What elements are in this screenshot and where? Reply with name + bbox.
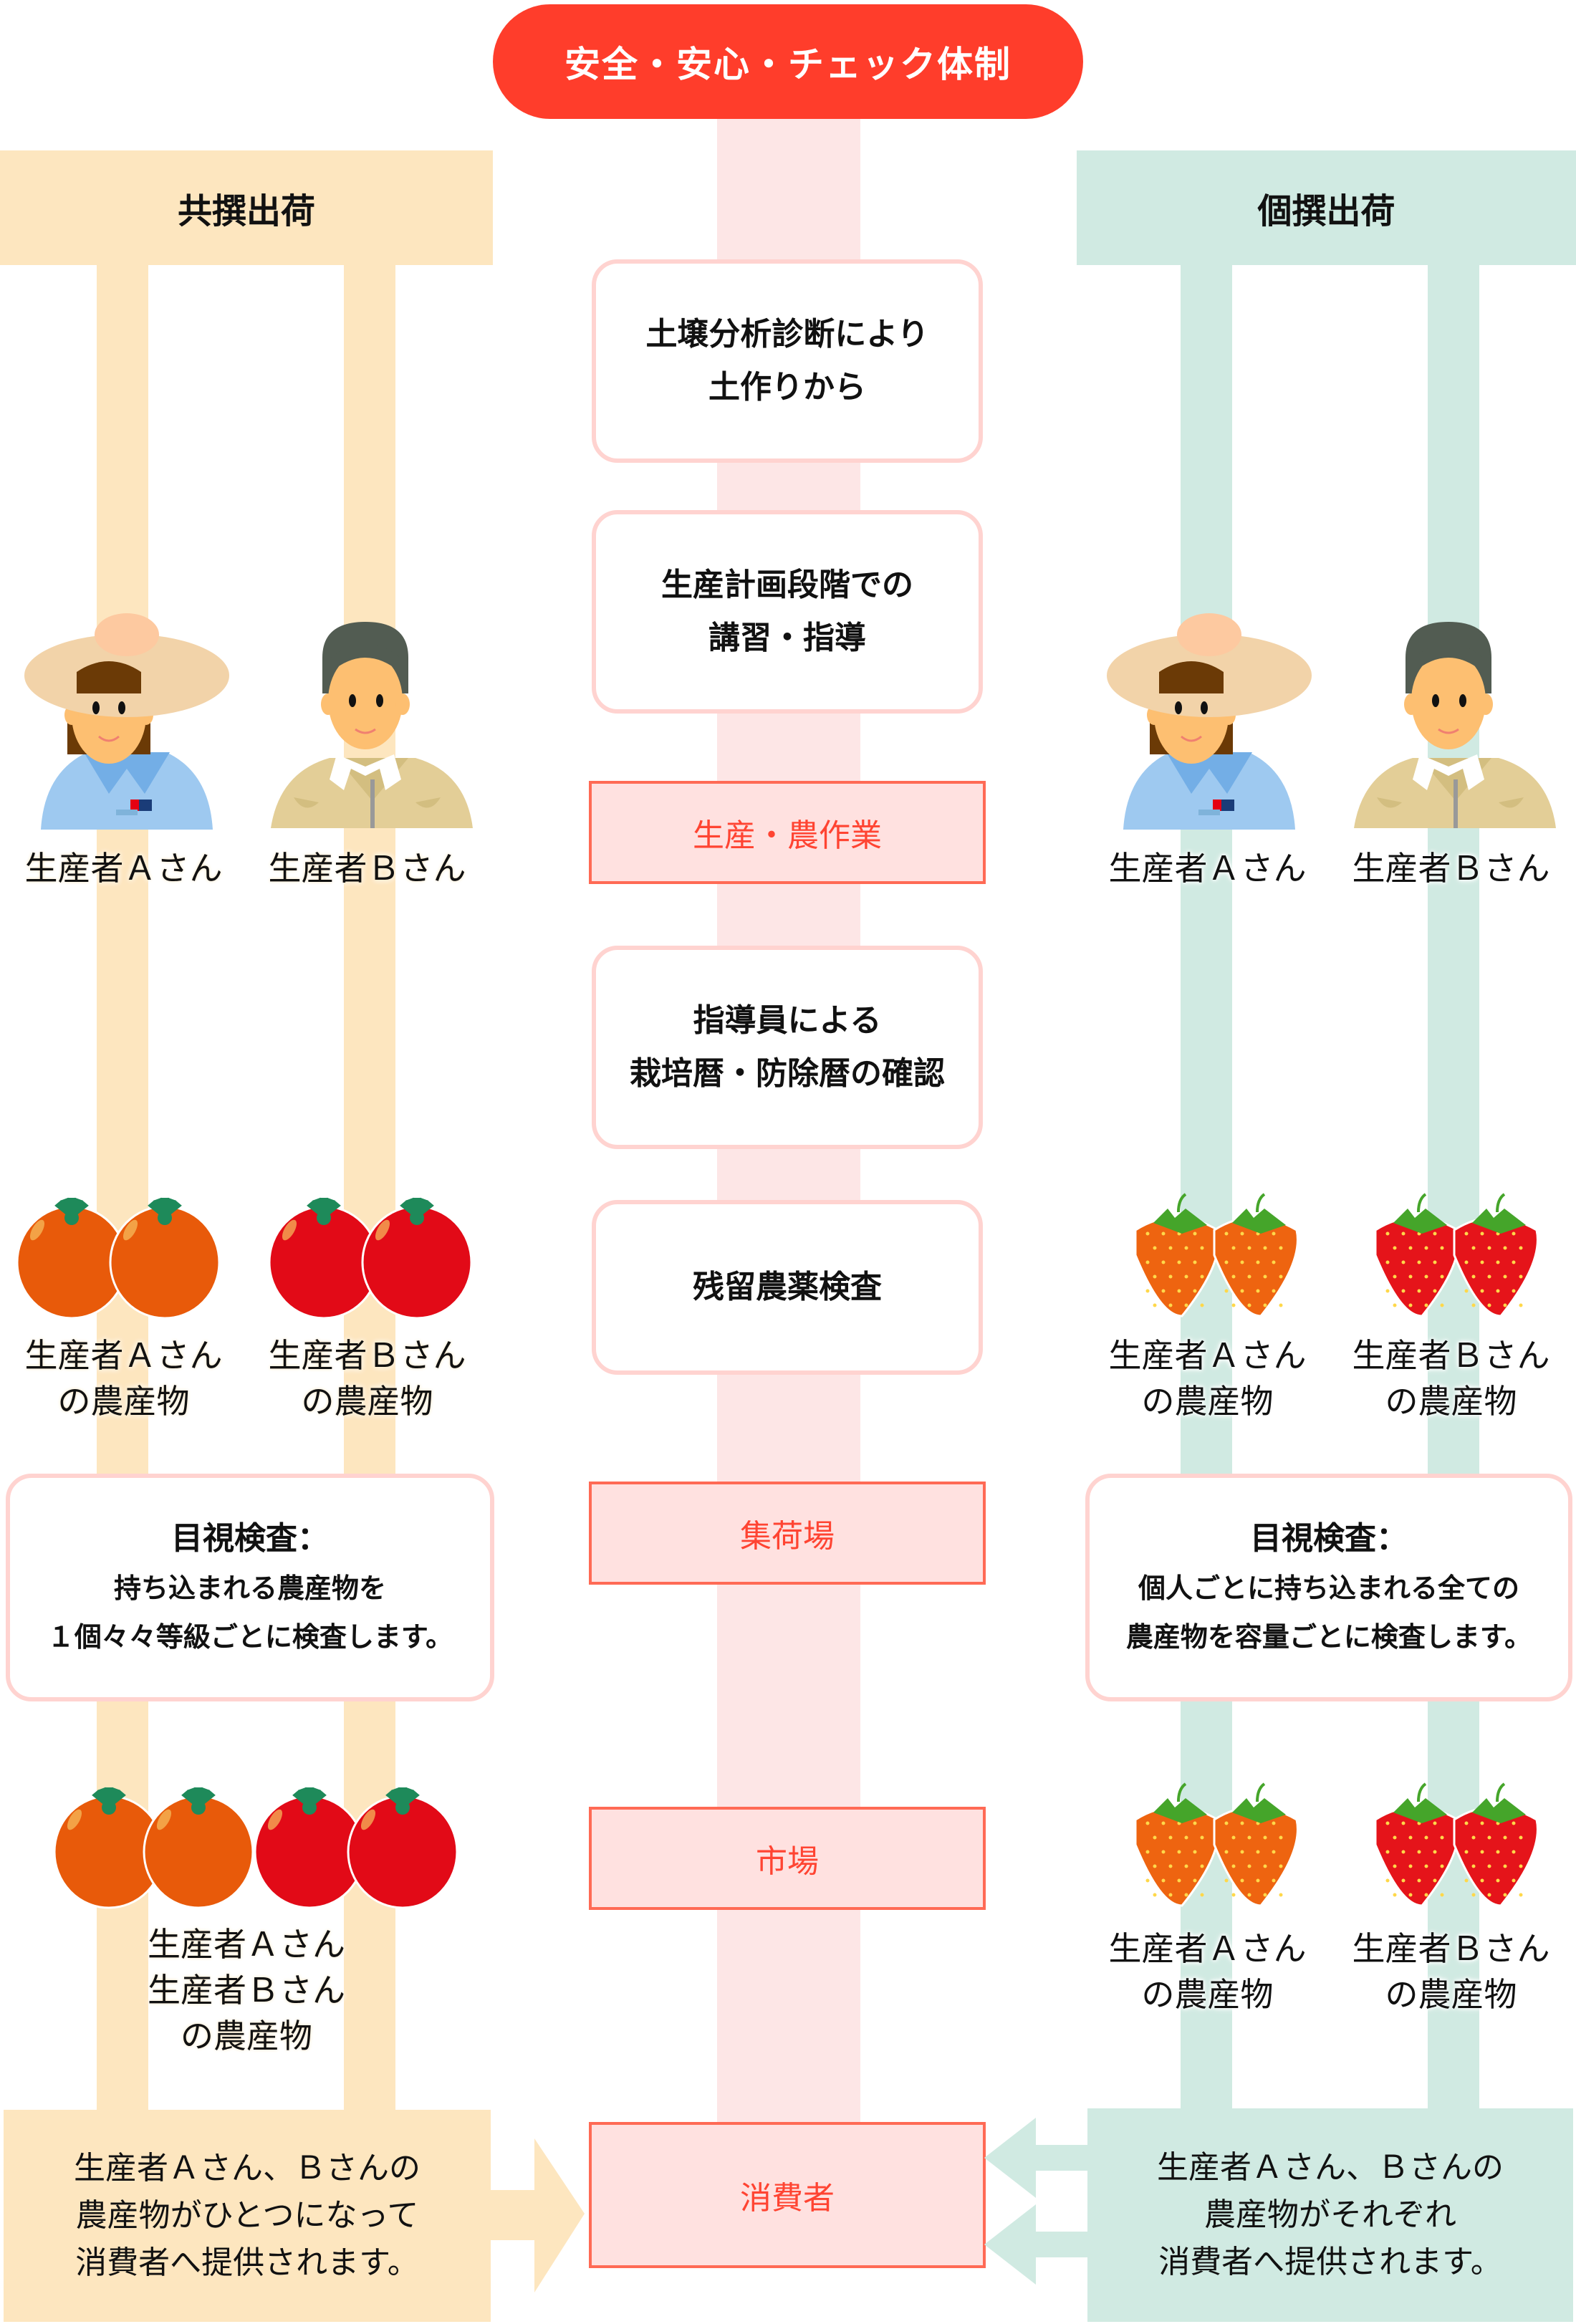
- label-line: 生産者Ａさん: [1108, 1336, 1307, 1375]
- step-planning-guidance: 生産計画段階での講習・指導: [592, 510, 983, 714]
- step-residue-test: 残留農薬検査: [592, 1200, 983, 1375]
- inspection-text: 持ち込まれる農産物を: [113, 1572, 386, 1604]
- final-line: 消費者へ提供されます。: [75, 2244, 419, 2281]
- arrow-right-icon: [490, 2138, 585, 2292]
- tomato: [53, 1787, 165, 1909]
- label-line: 生産者Ａさん: [148, 1925, 345, 1964]
- label-line: の農産物: [1141, 1382, 1274, 1421]
- label-line: の農産物: [1385, 1975, 1517, 2014]
- final-line: 生産者Ａさん、Ｂさんの: [74, 2150, 421, 2186]
- strawberry-icon: [1134, 1193, 1299, 1317]
- producer-a-label: 生産者Ａさん: [24, 849, 223, 888]
- inspection-box-right: 目視検査： 個人ごとに持ち込まれる全ての 農産物を容量ごとに検査します。: [1085, 1474, 1572, 1701]
- arrow-left-icon: [984, 2204, 1089, 2285]
- strawberry: [1134, 1782, 1220, 1907]
- arrow-left-icon: [984, 2118, 1089, 2198]
- produce-a-label: 生産者Ａさんの農産物: [1084, 1926, 1331, 2017]
- label-line: 生産者Ｂさん: [268, 1336, 466, 1375]
- step-calendar-check: 指導員による栽培暦・防除暦の確認: [592, 946, 983, 1149]
- strawberry: [1453, 1782, 1539, 1907]
- final-line: 農産物がそれぞれ: [1204, 2196, 1456, 2233]
- strawberry: [1134, 1193, 1220, 1317]
- produce-b-label: 生産者Ｂさんの農産物: [1327, 1926, 1575, 2017]
- label-line: 生産者Ｂさん: [1352, 1336, 1550, 1375]
- tomato: [347, 1787, 458, 1909]
- stage-production: 生産・農作業: [589, 781, 986, 884]
- tomato: [143, 1787, 254, 1909]
- step-line: 残留農薬検査: [693, 1269, 882, 1305]
- step-line: 指導員による: [693, 1002, 882, 1039]
- tomato: [254, 1787, 365, 1909]
- label-line: の農産物: [57, 1382, 190, 1421]
- strawberry: [1213, 1782, 1299, 1907]
- inspection-box-left: 目視検査： 持ち込まれる農産物を １個々々等級ごとに検査します。: [6, 1474, 494, 1701]
- left-column-header: 共撰出荷: [0, 150, 493, 265]
- right-column-header: 個撰出荷: [1077, 150, 1576, 265]
- strawberry-icon: [1374, 1193, 1539, 1317]
- label-line: 生産者Ｂさん: [1352, 1929, 1550, 1968]
- tomato: [361, 1197, 473, 1320]
- final-box-left: 生産者Ａさん、Ｂさんの農産物がひとつになって消費者へ提供されます。: [4, 2110, 491, 2322]
- strawberry-icon: [1134, 1782, 1299, 1907]
- produce-a-label: 生産者Ａさんの農産物: [0, 1333, 247, 1424]
- stage-collection: 集荷場: [589, 1482, 986, 1585]
- label-line: の農産物: [301, 1382, 433, 1421]
- step-line: 土壌分析診断により: [645, 316, 929, 352]
- final-line: 生産者Ａさん、Ｂさんの: [1157, 2149, 1504, 2186]
- step-line: 生産計画段階での: [661, 567, 913, 603]
- farmer-man-icon: [1354, 622, 1556, 828]
- label-line: 生産者Ａさん: [1108, 1929, 1307, 1968]
- step-line: 土作りから: [708, 369, 866, 405]
- step-line: 講習・指導: [708, 620, 866, 656]
- farmer-man-icon: [271, 622, 473, 828]
- stage-consumer: 消費者: [589, 2122, 986, 2268]
- tomato: [109, 1197, 221, 1320]
- tomato-icon: [53, 1787, 458, 1909]
- strawberry: [1213, 1193, 1299, 1317]
- tomato-icon: [16, 1197, 221, 1320]
- inspection-heading: 目視検査：: [1250, 1520, 1408, 1557]
- final-box-right: 生産者Ａさん、Ｂさんの農産物がそれぞれ消費者へ提供されます。: [1087, 2108, 1573, 2322]
- stage-market: 市場: [589, 1807, 986, 1910]
- inspection-heading: 目視検査：: [171, 1520, 329, 1557]
- label-line: の農産物: [181, 2017, 312, 2055]
- producer-b-label: 生産者Ｂさん: [1352, 849, 1550, 888]
- label-line: 生産者Ａさん: [24, 1336, 223, 1375]
- final-line: 消費者へ提供されます。: [1158, 2244, 1502, 2280]
- label-line: の農産物: [1141, 1975, 1274, 2014]
- farmer-woman-hat-icon: [24, 613, 229, 830]
- page-title: 安全・安心・チェック体制: [493, 4, 1083, 119]
- producer-b-label: 生産者Ｂさん: [268, 849, 466, 888]
- step-line: 栽培暦・防除暦の確認: [630, 1055, 945, 1092]
- inspection-text: 個人ごとに持ち込まれる全ての: [1138, 1572, 1519, 1604]
- strawberry: [1374, 1193, 1460, 1317]
- strawberry: [1374, 1782, 1460, 1907]
- produce-combined-label: 生産者Ａさん 生産者Ｂさん の農産物: [0, 1921, 493, 2059]
- produce-b-label: 生産者Ｂさんの農産物: [1327, 1333, 1575, 1424]
- produce-a-label: 生産者Ａさんの農産物: [1084, 1333, 1331, 1424]
- step-soil-analysis: 土壌分析診断により土作りから: [592, 259, 983, 463]
- produce-b-label: 生産者Ｂさんの農産物: [244, 1333, 491, 1424]
- strawberry: [1453, 1193, 1539, 1317]
- final-line: 農産物がひとつになって: [75, 2197, 419, 2234]
- label-line: の農産物: [1385, 1382, 1517, 1421]
- tomato-icon: [268, 1197, 473, 1320]
- inspection-text: １個々々等級ごとに検査します。: [47, 1621, 453, 1653]
- producer-a-label: 生産者Ａさん: [1108, 849, 1307, 888]
- inspection-text: 農産物を容量ごとに検査します。: [1125, 1621, 1532, 1653]
- label-line: 生産者Ｂさん: [148, 1971, 345, 2010]
- strawberry-icon: [1374, 1782, 1539, 1907]
- farmer-woman-hat-icon: [1107, 613, 1312, 830]
